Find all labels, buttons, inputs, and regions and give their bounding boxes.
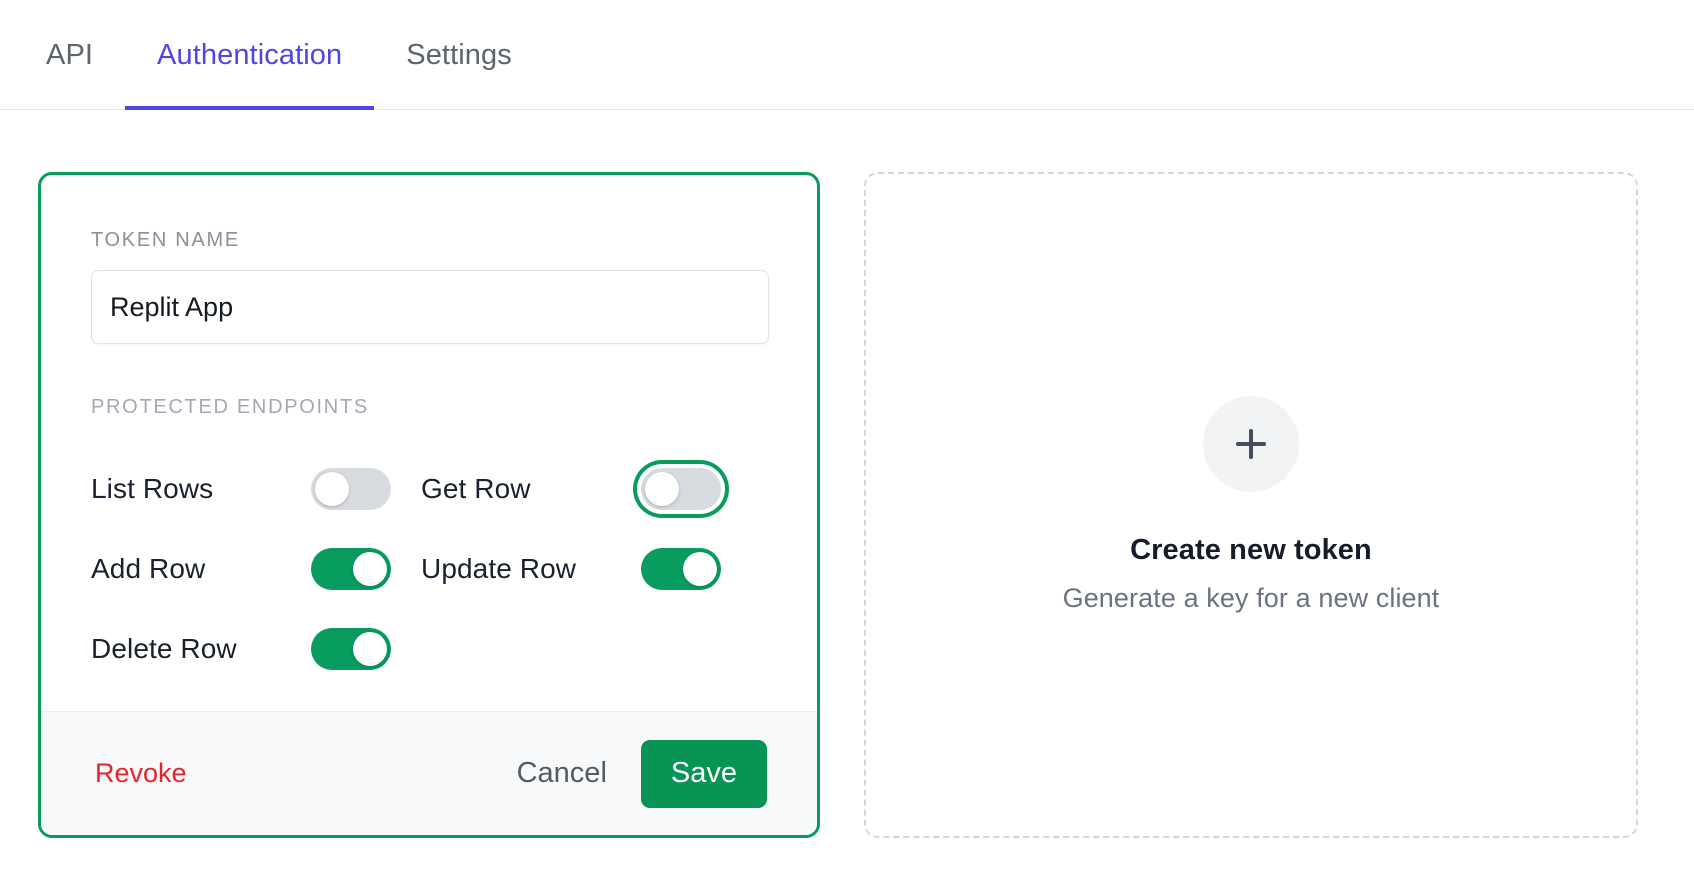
revoke-button[interactable]: Revoke (91, 752, 191, 795)
tab-bar: API Authentication Settings (0, 0, 1694, 110)
protected-endpoints-label: PROTECTED ENDPOINTS (91, 396, 369, 418)
toggle-knob (683, 552, 717, 586)
toggle-update-row[interactable] (641, 548, 721, 590)
toggle-knob (353, 632, 387, 666)
tab-authentication[interactable]: Authentication (125, 0, 375, 110)
permission-row-update-row: Update Row (421, 548, 721, 590)
token-card: TOKEN NAME PROTECTED ENDPOINTS List Rows… (38, 172, 820, 838)
permission-label-get-row: Get Row (421, 473, 531, 504)
create-new-token-card[interactable]: Create new token Generate a key for a ne… (864, 172, 1638, 838)
tab-settings[interactable]: Settings (374, 0, 544, 110)
permission-row-list-rows: List Rows (91, 468, 391, 510)
tab-api[interactable]: API (38, 0, 125, 110)
permission-label-list-rows: List Rows (91, 473, 214, 504)
save-button[interactable]: Save (640, 739, 767, 808)
toggle-add-row[interactable] (311, 548, 391, 590)
plus-icon (1203, 396, 1299, 492)
token-name-label: TOKEN NAME (91, 229, 240, 251)
tab-list: API Authentication Settings (0, 0, 1694, 110)
permission-row-delete-row: Delete Row (91, 628, 391, 670)
permission-label-delete-row: Delete Row (91, 633, 237, 664)
toggle-get-row[interactable] (641, 468, 721, 510)
toggle-list-rows[interactable] (311, 468, 391, 510)
create-new-token-subtitle: Generate a key for a new client (1062, 583, 1440, 613)
permission-row-get-row: Get Row (421, 468, 721, 510)
token-card-footer: Revoke Cancel Save (41, 711, 817, 835)
permission-label-update-row: Update Row (421, 553, 577, 584)
token-name-input[interactable] (91, 270, 769, 344)
cancel-button[interactable]: Cancel (509, 751, 615, 796)
page-content: TOKEN NAME PROTECTED ENDPOINTS List Rows… (0, 110, 1694, 876)
permission-row-add-row: Add Row (91, 548, 391, 590)
create-new-token-title: Create new token (1130, 534, 1372, 566)
toggle-knob (645, 472, 679, 506)
toggle-knob (315, 472, 349, 506)
token-card-body: TOKEN NAME PROTECTED ENDPOINTS List Rows… (41, 175, 817, 711)
protected-endpoints-grid: List Rows Get Row Add Row (91, 449, 767, 689)
footer-actions: Cancel Save (509, 739, 767, 808)
toggle-knob (353, 552, 387, 586)
toggle-delete-row[interactable] (311, 628, 391, 670)
permission-label-add-row: Add Row (91, 553, 206, 584)
